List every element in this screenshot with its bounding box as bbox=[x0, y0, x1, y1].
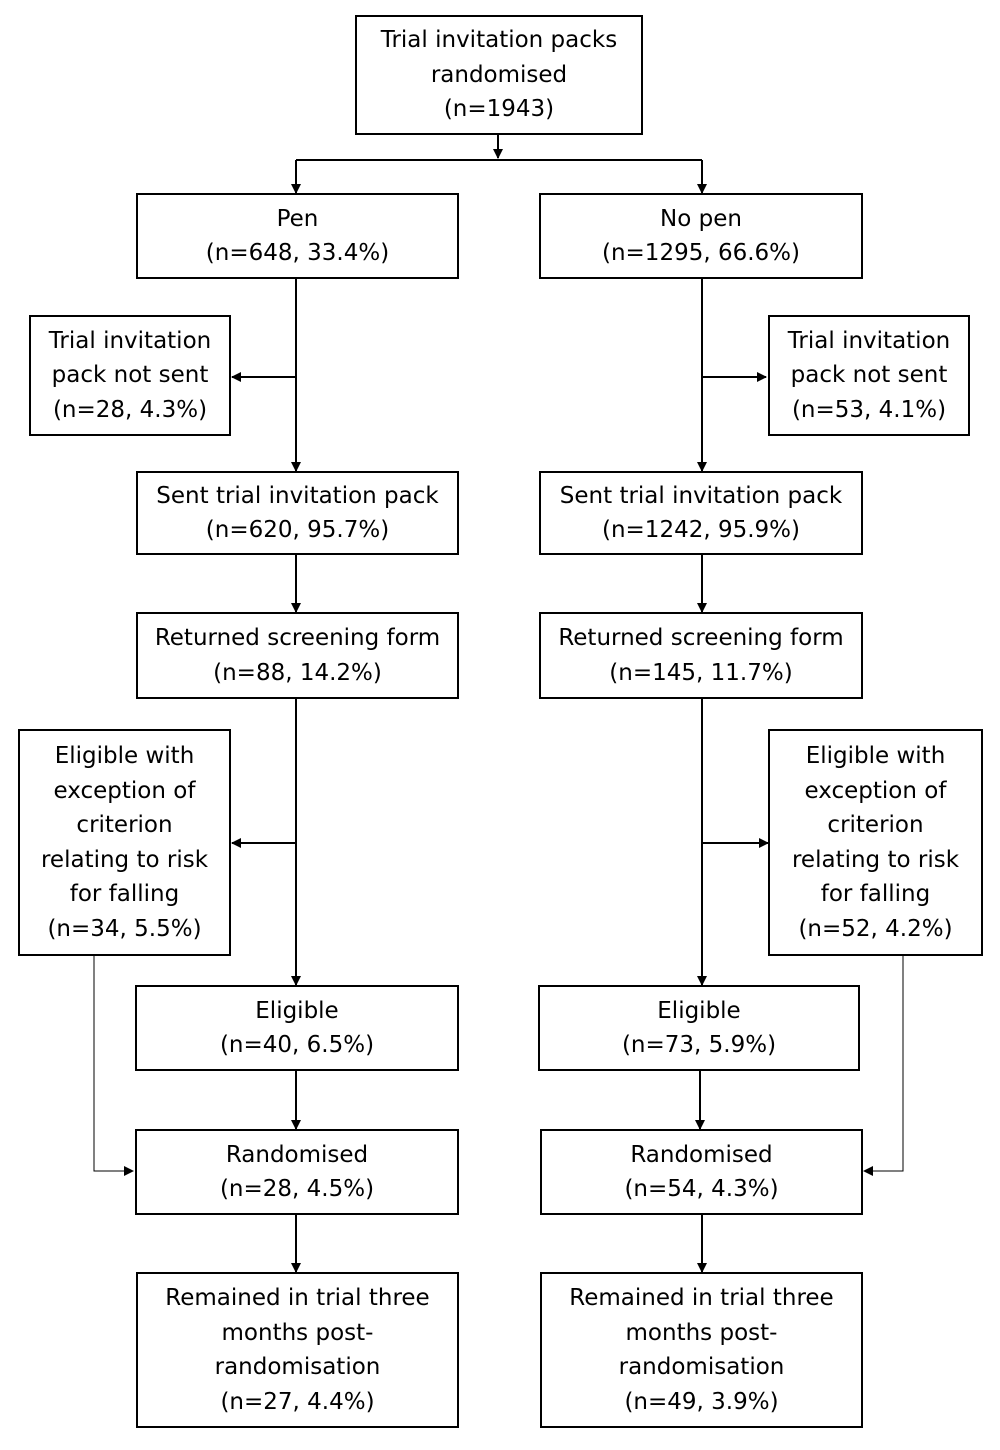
no-pen-group-line-2: (n=1295, 66.6%) bbox=[601, 240, 800, 266]
pen-exception-line-3: criterion bbox=[76, 812, 173, 838]
no-pen-not-sent-line-1: Trial invitation bbox=[787, 327, 951, 354]
no-pen-not-sent-box: Trial invitation pack not sent (n=53, 4.… bbox=[768, 315, 970, 436]
pen-not-sent-line-3: (n=28, 4.3%) bbox=[52, 396, 208, 423]
no-pen-randomised-box: Randomised (n=54, 4.3%) bbox=[540, 1129, 863, 1215]
no-pen-randomised-line-2: (n=54, 4.3%) bbox=[624, 1176, 779, 1202]
no-pen-group-box: No pen (n=1295, 66.6%) bbox=[539, 193, 863, 279]
pen-exception-line-1: Eligible with bbox=[54, 743, 195, 769]
pen-remained-line-1: Remained in trial three bbox=[165, 1285, 430, 1311]
no-pen-remained-line-3: randomisation bbox=[618, 1354, 785, 1380]
no-pen-randomised-line-1: Randomised bbox=[630, 1141, 773, 1168]
pen-returned-line-1: Returned screening form bbox=[154, 625, 441, 651]
no-pen-exception-line-6: (n=52, 4.2%) bbox=[798, 915, 953, 942]
pen-exception-box: Eligible with exception of criterion rel… bbox=[18, 729, 231, 956]
pen-exception-line-4: relating to risk bbox=[40, 846, 209, 873]
root-line-2: randomised bbox=[430, 61, 568, 88]
pen-not-sent-line-1: Trial invitation bbox=[48, 327, 212, 354]
pen-eligible-box: Eligible (n=40, 6.5%) bbox=[135, 985, 459, 1071]
root-line-1: Trial invitation packs bbox=[380, 27, 618, 54]
pen-eligible-line-2: (n=40, 6.5%) bbox=[219, 1032, 375, 1058]
pen-returned-box: Returned screening form (n=88, 14.2%) bbox=[136, 612, 459, 699]
no-pen-exception-line-1: Eligible with bbox=[805, 743, 946, 769]
no-pen-exception-to-randomised bbox=[863, 956, 904, 1176]
no-pen-not-sent-line-3: (n=53, 4.1%) bbox=[791, 396, 947, 423]
pen-not-sent-box: Trial invitation pack not sent (n=28, 4.… bbox=[29, 315, 231, 436]
no-pen-eligible-line-2: (n=73, 5.9%) bbox=[621, 1032, 777, 1058]
pen-exception-line-2: exception of bbox=[53, 777, 196, 804]
pen-not-sent-line-2: pack not sent bbox=[51, 362, 209, 389]
pen-remained-box: Remained in trial three months post- ran… bbox=[136, 1272, 459, 1428]
pen-remained-line-3: randomisation bbox=[214, 1354, 381, 1380]
no-pen-remained-box: Remained in trial three months post- ran… bbox=[540, 1272, 863, 1428]
pen-group-line-2: (n=648, 33.4%) bbox=[205, 240, 390, 266]
no-pen-group-line-1: No pen bbox=[660, 205, 742, 232]
pen-sent-line-1: Sent trial invitation pack bbox=[156, 482, 439, 509]
no-pen-exception-line-4: relating to risk bbox=[791, 846, 960, 873]
pen-randomised-box: Randomised (n=28, 4.5%) bbox=[135, 1129, 459, 1215]
pen-exception-line-5: for falling bbox=[69, 881, 180, 907]
root-box: Trial invitation packs randomised (n=194… bbox=[355, 15, 643, 135]
no-pen-remained-line-1: Remained in trial three bbox=[569, 1285, 834, 1311]
no-pen-remained-line-2: months post- bbox=[625, 1319, 778, 1346]
pen-randomised-line-2: (n=28, 4.5%) bbox=[219, 1176, 375, 1202]
pen-group-line-1: Pen bbox=[276, 205, 319, 232]
no-pen-exception-line-2: exception of bbox=[804, 777, 947, 804]
no-pen-sent-line-2: (n=1242, 95.9%) bbox=[601, 517, 800, 543]
no-pen-returned-line-1: Returned screening form bbox=[558, 625, 844, 651]
no-pen-exception-line-5: for falling bbox=[820, 881, 931, 907]
no-pen-exception-box: Eligible with exception of criterion rel… bbox=[768, 729, 983, 956]
pen-sent-box: Sent trial invitation pack (n=620, 95.7%… bbox=[136, 471, 459, 555]
pen-returned-line-2: (n=88, 14.2%) bbox=[213, 659, 382, 686]
no-pen-returned-box: Returned screening form (n=145, 11.7%) bbox=[539, 612, 863, 699]
no-pen-eligible-box: Eligible (n=73, 5.9%) bbox=[538, 985, 860, 1071]
root-line-3: (n=1943) bbox=[443, 96, 555, 123]
no-pen-sent-line-1: Sent trial invitation pack bbox=[559, 482, 843, 509]
pen-remained-line-4: (n=27, 4.4%) bbox=[220, 1388, 375, 1415]
no-pen-eligible-line-1: Eligible bbox=[657, 997, 741, 1024]
pen-exception-to-randomised bbox=[93, 956, 134, 1176]
no-pen-not-sent-line-2: pack not sent bbox=[790, 362, 948, 389]
pen-sent-line-2: (n=620, 95.7%) bbox=[205, 517, 390, 543]
no-pen-remained-line-4: (n=49, 3.9%) bbox=[624, 1388, 779, 1415]
pen-remained-line-2: months post- bbox=[221, 1319, 374, 1346]
no-pen-exception-line-3: criterion bbox=[827, 812, 924, 838]
pen-group-box: Pen (n=648, 33.4%) bbox=[136, 193, 459, 279]
pen-eligible-line-1: Eligible bbox=[255, 997, 339, 1024]
no-pen-returned-line-2: (n=145, 11.7%) bbox=[609, 659, 793, 686]
pen-exception-line-6: (n=34, 5.5%) bbox=[47, 915, 202, 942]
no-pen-sent-box: Sent trial invitation pack (n=1242, 95.9… bbox=[539, 471, 863, 555]
pen-randomised-line-1: Randomised bbox=[225, 1141, 369, 1168]
